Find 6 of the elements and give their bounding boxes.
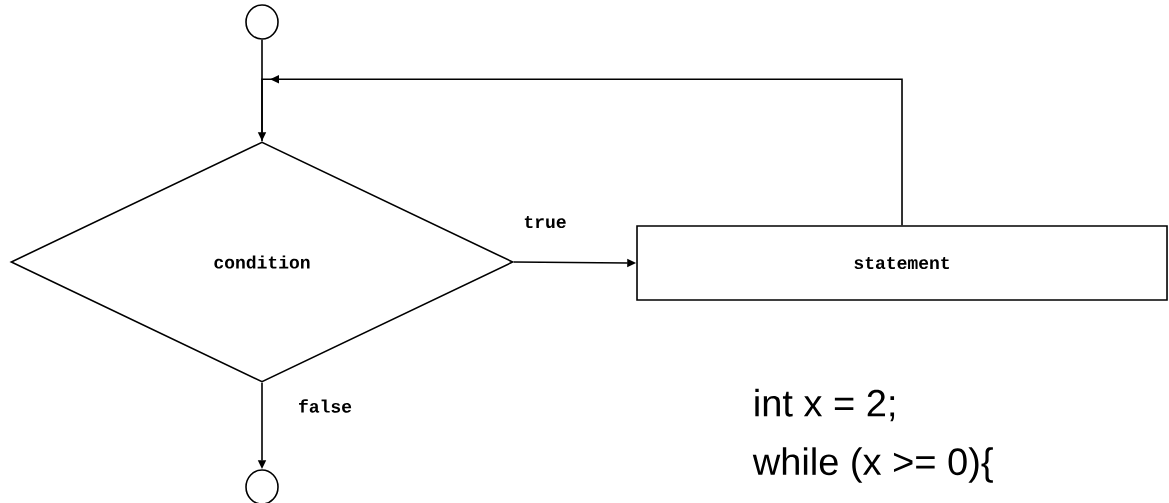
edge-label: true — [524, 215, 566, 229]
terminal-circle — [245, 4, 279, 40]
edge-label: false — [299, 399, 352, 413]
process-box: statement — [636, 225, 1168, 301]
code-line: int x = 2; — [755, 388, 895, 422]
code-line: while (x >= 0){ — [752, 447, 993, 483]
